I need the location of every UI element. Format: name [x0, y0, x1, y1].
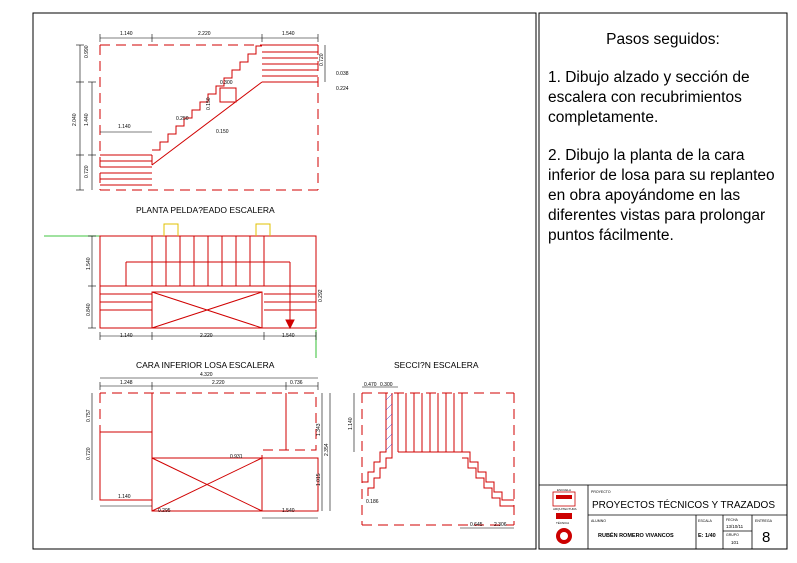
- dim-under-misc-1: 0.931: [230, 454, 243, 460]
- dim-under-right-2: 2.354: [324, 443, 330, 456]
- dim-elev-misc-2: 0.300: [220, 80, 233, 86]
- date-label: FECHA: [726, 518, 739, 522]
- author-name: RUBÉN ROMERO VIVANCOS: [598, 531, 674, 539]
- dim-plan-bottom-2: 2.220: [200, 333, 213, 339]
- dim-elev-misc-1: 1.140: [118, 124, 131, 130]
- school-line-2: ARQUITECTURA: [553, 507, 577, 511]
- dim-under-bottom-2: 1.540: [282, 508, 295, 514]
- dim-elev-left-2: 2.040: [72, 113, 78, 126]
- underside-dim-labels: 4.320 1.248 2.220 0.736 0.757 0.720 1.34…: [86, 372, 330, 514]
- section-title: SECCI?N ESCALERA: [394, 360, 479, 370]
- dim-elev-misc-6: 0.038: [336, 71, 349, 77]
- dim-under-left-2: 0.720: [86, 447, 92, 460]
- group-label: GRUPO: [726, 533, 739, 537]
- section-dim-labels: 0.470 0.300 1.140 0.186 0.645 2.306: [348, 382, 507, 528]
- dim-section-top-2: 0.300: [380, 382, 393, 388]
- dim-elev-left-1: 0.990: [84, 45, 90, 58]
- steps-notes: Pasos seguidos: 1. Dibujo alzado y secci…: [548, 30, 778, 264]
- underside-view: [99, 392, 319, 512]
- dim-elev-misc-7: 0.224: [336, 86, 349, 92]
- underside-title: CARA INFERIOR LOSA ESCALERA: [136, 360, 275, 370]
- dim-under-top-3: 0.736: [290, 380, 303, 386]
- dim-under-total: 4.320: [200, 372, 213, 378]
- plan-title: PLANTA PELDA?EADO ESCALERA: [136, 205, 275, 215]
- plan-view: [99, 235, 317, 330]
- dim-elev-left-3: 1.440: [84, 113, 90, 126]
- section-dimensions: [353, 386, 514, 529]
- title-block-text: ESCUELA ARQUITECTURA TÉCNICA PROYECTO PR…: [553, 488, 775, 546]
- sheet-label: ENTREGA: [755, 519, 773, 523]
- steps-title: Pasos seguidos:: [606, 31, 720, 48]
- drawing-frame: [32, 12, 537, 550]
- dim-plan-right-1: 0.292: [318, 289, 324, 302]
- scale-label: ESCALA: [698, 519, 712, 523]
- dim-elev-misc-3: 0.150: [206, 97, 212, 110]
- author-label: ALUMNO: [591, 519, 606, 523]
- dim-section-bottom-1: 0.645: [470, 522, 483, 528]
- dim-under-right-3: 1.015: [316, 473, 322, 486]
- elevation-view: [99, 44, 319, 191]
- group-value: 101: [731, 540, 739, 545]
- date-value: 13/10/11: [726, 524, 744, 529]
- dim-elev-top-2: 2.220: [198, 31, 211, 37]
- project-label: PROYECTO: [591, 490, 611, 494]
- dim-elev-top-1: 1.140: [120, 31, 133, 37]
- dim-under-left-1: 0.757: [86, 409, 92, 422]
- title-block: [538, 484, 788, 550]
- school-logo: [552, 491, 576, 544]
- project-name: PROYECTOS TÉCNICOS Y TRAZADOS: [592, 498, 775, 511]
- dim-under-misc-2: 0.295: [158, 508, 171, 514]
- dim-elev-right-1: 0.720: [319, 53, 325, 66]
- dim-under-right-1: 1.343: [316, 423, 322, 436]
- section-hatch: [385, 393, 393, 451]
- section-view: [361, 392, 515, 526]
- dim-plan-left-1: 1.540: [86, 257, 92, 270]
- school-line-1: ESCUELA: [557, 488, 571, 492]
- school-line-3: TÉCNICA: [556, 520, 569, 525]
- step-1-text: 1. Dibujo alzado y sección de escalera c…: [548, 69, 750, 126]
- elevation-dim-labels: 1.140 2.220 1.540 0.990 2.040 1.440 0.72…: [72, 31, 349, 178]
- elevation-dimensions: [76, 34, 326, 191]
- plan-dimensions: [88, 235, 317, 340]
- dim-plan-bottom-3: 1.540: [282, 333, 295, 339]
- dim-section-misc-1: 0.186: [366, 499, 379, 505]
- dim-elev-misc-5: 0.150: [216, 129, 229, 135]
- dim-plan-bottom-1: 1.140: [120, 333, 133, 339]
- underside-dimensions: [91, 377, 331, 519]
- step-2-text: 2. Dibujo la planta de la cara inferior …: [548, 147, 775, 244]
- dim-under-bottom-1: 1.140: [118, 494, 131, 500]
- dim-elev-left-4: 0.720: [84, 165, 90, 178]
- plan-handrail-marks: [163, 223, 271, 236]
- dim-under-top-2: 2.220: [212, 380, 225, 386]
- dim-under-top-1: 1.248: [120, 380, 133, 386]
- plan-dim-labels: 1.540 0.840 1.140 2.220 1.540 0.292: [86, 257, 324, 339]
- sheet-number: 8: [762, 529, 770, 546]
- scale-value: E: 1/40: [698, 533, 716, 539]
- dim-elev-misc-4: 0.250: [176, 116, 189, 122]
- dim-elev-top-3: 1.540: [282, 31, 295, 37]
- dim-plan-left-2: 0.840: [86, 303, 92, 316]
- dim-section-top-1: 0.470: [364, 382, 377, 388]
- dim-section-left-1: 1.140: [348, 417, 354, 430]
- dim-section-bottom-2: 2.306: [494, 522, 507, 528]
